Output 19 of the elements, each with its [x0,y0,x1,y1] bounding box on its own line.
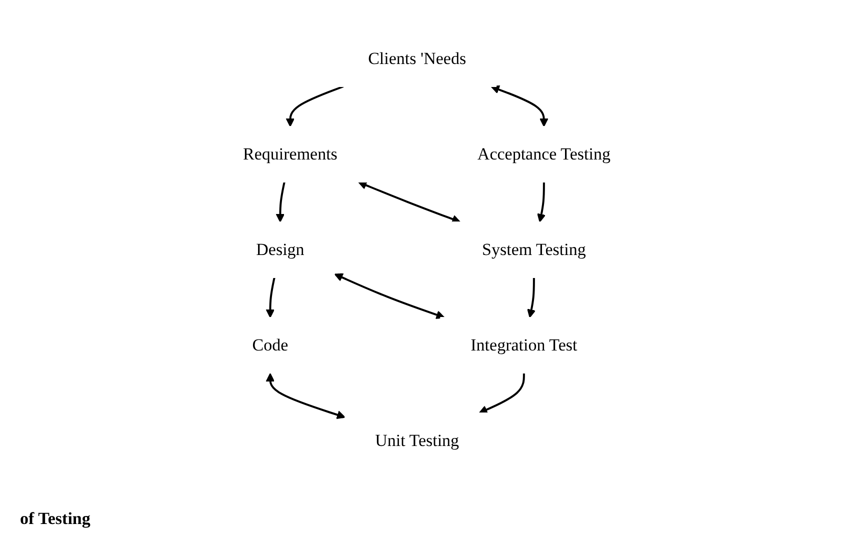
node-text: Unit Testing [375,431,460,450]
node-text: Clients 'Needs [368,49,466,68]
node-text: Code [252,336,288,355]
arrow [334,274,446,320]
arrow [358,181,461,224]
node-text: Acceptance Testing [478,144,611,164]
arrow [266,373,346,420]
node-text: Design [256,240,305,260]
node-text: Integration Test [470,336,578,355]
caption-text: of Testing [20,509,90,529]
arrow [276,182,286,223]
arrow [286,86,344,128]
arrow [479,373,526,414]
arrow [491,86,549,128]
arrow [537,182,546,223]
arrow [266,278,276,318]
arrow [527,278,536,318]
node-text: Requirements [243,144,338,164]
node-text: System Testing [482,240,586,260]
